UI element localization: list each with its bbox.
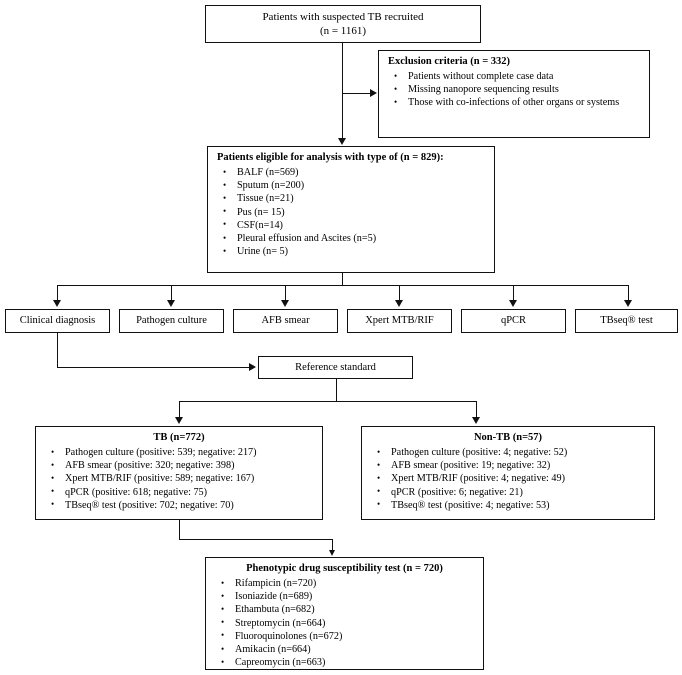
list-item: TBseq® test (positive: 4; negative: 53) [369,498,647,512]
connector-recruited-trunk [342,43,343,141]
node-method-xpert-mtb-rif: Xpert MTB/RIF [347,309,452,333]
tb-title: TB (n=772) [153,432,205,443]
node-method-clinical-diagnosis: Clinical diagnosis [5,309,110,333]
connector-tb-nontb-bus [179,401,476,402]
connector-dst-drop [332,539,333,552]
arrow-recruited-to-eligible [338,138,346,145]
non-tb-item-list: Pathogen culture (positive: 4; negative:… [369,445,647,512]
node-recruited: Patients with suspected TB recruited (n … [205,5,481,43]
list-item: BALF (n=569) [215,165,487,179]
method-label: AFB smear [261,315,310,326]
list-item: Isoniazide (n=689) [213,590,476,603]
list-item: Xpert MTB/RIF (positive: 589; negative: … [43,472,315,485]
recruited-line-1: Patients with suspected TB recruited [262,11,424,23]
arrow-to-tb [175,417,183,424]
arrow-to-exclusion [370,89,377,97]
node-non-tb: Non-TB (n=57) Pathogen culture (positive… [361,426,655,520]
method-label: qPCR [500,315,527,326]
tb-item-list: Pathogen culture (positive: 539; negativ… [43,445,315,512]
list-item: Missing nanopore sequencing results [386,83,642,96]
recruited-line-2: (n = 1161) [319,25,367,37]
method-label: Pathogen culture [136,315,207,326]
connector-nontb-drop [476,401,477,419]
method-label: Clinical diagnosis [19,315,96,326]
node-method-tbseq-test: TBseq® test [575,309,678,333]
connector-method-drop-5 [513,285,514,303]
list-item: Patients without complete case data [386,69,642,83]
node-tb: TB (n=772) Pathogen culture (positive: 5… [35,426,323,520]
connector-tb-drop [179,401,180,419]
eligible-title: Patients eligible for analysis with type… [217,152,444,163]
list-item: Xpert MTB/RIF (positive: 4; negative: 49… [369,472,647,485]
connector-reference-stem [336,379,337,401]
connector-tb-to-dst [179,539,333,540]
list-item: Sputum (n=200) [215,179,487,192]
connector-methods-bus [57,285,628,286]
dst-item-list: Rifampicin (n=720) Isoniazide (n=689) Et… [213,576,476,669]
eligible-item-list: BALF (n=569) Sputum (n=200) Tissue (n=21… [215,165,487,258]
dst-title: Phenotypic drug susceptibility test (n =… [246,563,443,574]
list-item: CSF(n=14) [215,218,487,232]
arrow-to-reference-standard [249,363,256,371]
node-method-qpcr: qPCR [461,309,566,333]
list-item: AFB smear (positive: 19; negative: 32) [369,459,647,472]
list-item: Streptomycin (n=664) [213,616,476,630]
connector-clinical-to-reference [57,367,250,368]
list-item: Urine (n= 5) [215,245,487,258]
list-item: qPCR (positive: 618; negative: 75) [43,485,315,499]
arrow-to-method-4 [395,300,403,307]
node-reference-standard: Reference standard [258,356,413,379]
reference-standard-label: Reference standard [295,361,376,373]
node-method-pathogen-culture: Pathogen culture [119,309,224,333]
list-item: Rifampicin (n=720) [213,576,476,590]
connector-clinical-drop [57,333,58,367]
arrow-to-method-3 [281,300,289,307]
list-item: Capreomycin (n=663) [213,656,476,669]
connector-exclusion-branch [342,93,371,94]
node-method-afb-smear: AFB smear [233,309,338,333]
list-item: qPCR (positive: 6; negative: 21) [369,485,647,499]
connector-eligible-stem [342,273,343,285]
arrow-to-method-6 [624,300,632,307]
connector-method-drop-6 [628,285,629,303]
list-item: Pleural effusion and Ascites (n=5) [215,232,487,245]
list-item: Fluoroquinolones (n=672) [213,629,476,643]
arrow-to-method-5 [509,300,517,307]
node-phenotypic-dst: Phenotypic drug susceptibility test (n =… [205,557,484,670]
list-item: AFB smear (positive: 320; negative: 398) [43,459,315,472]
list-item: Amikacin (n=664) [213,643,476,656]
connector-method-drop-1 [57,285,58,303]
list-item: Those with co-infections of other organs… [386,96,642,109]
method-label: TBseq® test [600,315,653,326]
arrow-to-method-1 [53,300,61,307]
connector-method-drop-3 [285,285,286,303]
connector-method-drop-2 [171,285,172,303]
list-item: Pus (n= 15) [215,205,487,219]
exclusion-item-list: Patients without complete case data Miss… [386,69,642,110]
node-eligible: Patients eligible for analysis with type… [207,146,495,273]
exclusion-title: Exclusion criteria (n = 332) [388,56,511,67]
non-tb-title: Non-TB (n=57) [473,432,543,443]
node-exclusion-criteria: Exclusion criteria (n = 332) Patients wi… [378,50,650,138]
list-item: Tissue (n=21) [215,192,487,205]
arrow-to-non-tb [472,417,480,424]
list-item: Pathogen culture (positive: 539; negativ… [43,445,315,459]
list-item: Ethambuta (n=682) [213,603,476,616]
list-item: TBseq® test (positive: 702; negative: 70… [43,498,315,512]
list-item: Pathogen culture (positive: 4; negative:… [369,445,647,459]
connector-tb-exit-drop [179,520,180,539]
connector-method-drop-4 [399,285,400,303]
arrow-to-dst [329,550,335,556]
method-label: Xpert MTB/RIF [365,315,434,326]
arrow-to-method-2 [167,300,175,307]
